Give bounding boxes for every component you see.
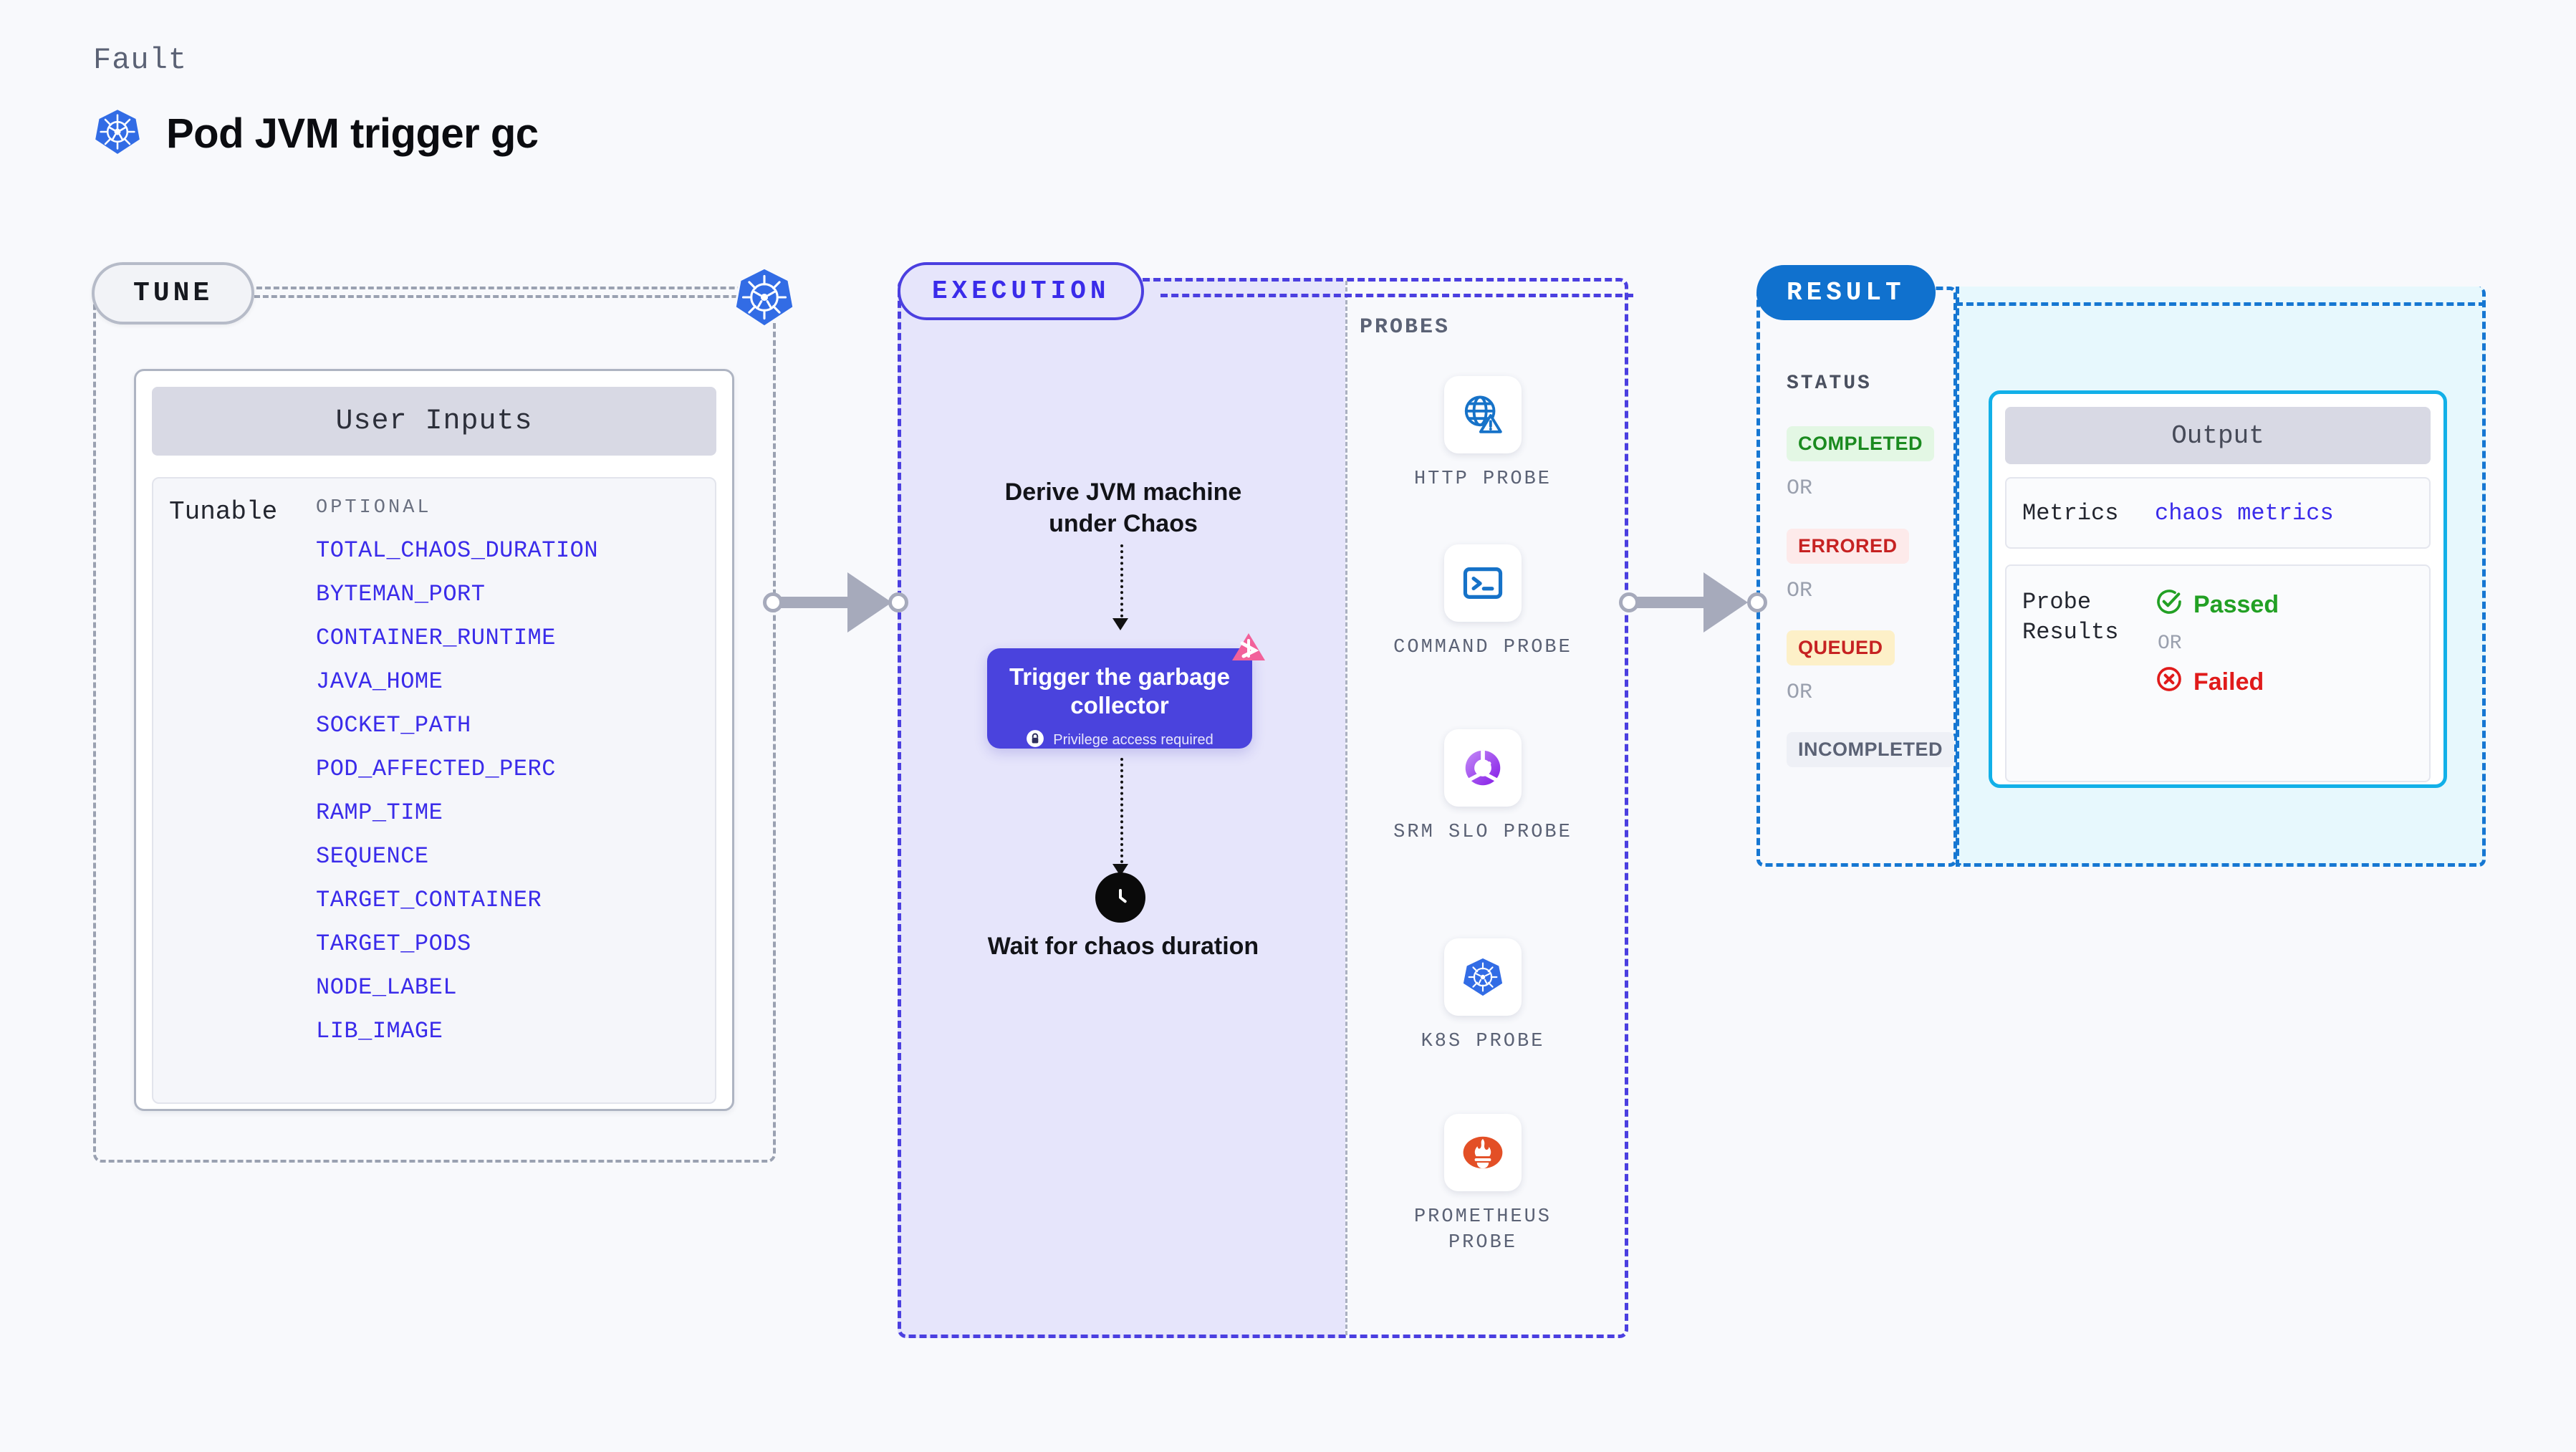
user-inputs-card: User Inputs Tunable OPTIONAL TOTAL_CHAOS…	[134, 369, 734, 1111]
result-connector-line	[1956, 302, 2486, 306]
tune-region	[93, 287, 776, 1163]
tunable-item[interactable]: JAVA_HOME	[316, 668, 443, 695]
execution-action-title: Trigger the garbage collector	[1009, 663, 1231, 719]
probe-results-row: Probe Results Passed OR	[2005, 564, 2431, 782]
flow-arrow-head	[1112, 618, 1128, 630]
probe-result-passed: Passed	[2155, 587, 2279, 622]
page-header: Fault	[93, 43, 539, 160]
wait-step-label: Wait for chaos duration	[987, 933, 1259, 960]
tunable-group: Tunable OPTIONAL TOTAL_CHAOS_DURATION BY…	[152, 477, 716, 1104]
execution-probes-region	[898, 278, 1628, 1338]
tunable-item[interactable]: SOCKET_PATH	[316, 712, 471, 739]
privilege-note: Privilege access required	[1053, 731, 1213, 748]
probe-label: COMMAND PROBE	[1393, 637, 1572, 658]
tunable-item[interactable]: NODE_LABEL	[316, 974, 458, 1001]
clock-icon	[1095, 872, 1145, 923]
kubernetes-icon	[93, 107, 142, 160]
flow-arrow-line	[1120, 544, 1123, 623]
tunable-group-label: Tunable	[169, 497, 278, 527]
kubernetes-icon	[732, 265, 797, 330]
tunable-item[interactable]: CONTAINER_RUNTIME	[316, 625, 556, 651]
derive-step-label: Derive JVM machine under Chaos	[1004, 479, 1242, 537]
or-separator: OR	[1787, 681, 1813, 705]
terminal-icon	[1444, 544, 1522, 622]
execution-action-card[interactable]: Trigger the garbage collector Privilege …	[987, 648, 1252, 749]
globe-warning-icon	[1444, 376, 1522, 453]
eyebrow-label: Fault	[93, 43, 188, 77]
probe-label: K8S PROBE	[1421, 1031, 1545, 1052]
title-row: Pod JVM trigger gc	[93, 107, 539, 160]
probe-results-key: Probe Results	[2022, 589, 2119, 645]
probes-section-label: PROBES	[1360, 315, 1451, 340]
probe-item-command[interactable]: COMMAND PROBE	[1390, 544, 1576, 660]
passed-label: Passed	[2193, 591, 2279, 618]
probe-item-srm-slo[interactable]: SRM SLO PROBE	[1390, 729, 1576, 845]
result-pill-label[interactable]: RESULT	[1756, 265, 1936, 320]
tunable-item[interactable]: LIB_IMAGE	[316, 1018, 443, 1044]
metrics-key: Metrics	[2022, 499, 2119, 527]
prometheus-icon	[1444, 1114, 1522, 1191]
probe-label: PROMETHEUS PROBE	[1413, 1206, 1552, 1254]
or-separator: OR	[1787, 476, 1813, 501]
user-inputs-header: User Inputs	[152, 387, 716, 456]
or-separator: OR	[2158, 633, 2182, 655]
probe-item-http[interactable]: HTTP PROBE	[1390, 376, 1576, 492]
tune-pill-label[interactable]: TUNE	[92, 262, 255, 324]
status-badge-incompleted: INCOMPLETED	[1787, 732, 1955, 767]
user-inputs-title: User Inputs	[335, 405, 533, 438]
connector-start-dot	[763, 592, 783, 612]
x-circle-icon	[2155, 665, 2183, 700]
connector-end-dot-2	[1747, 592, 1767, 612]
tunable-item[interactable]: BYTEMAN_PORT	[316, 581, 486, 607]
probe-label: HTTP PROBE	[1413, 468, 1552, 490]
output-title: Output	[2171, 420, 2264, 451]
status-section-label: STATUS	[1787, 372, 1872, 395]
status-badge-completed: COMPLETED	[1787, 426, 1935, 461]
kubernetes-icon	[1444, 938, 1522, 1016]
optional-label: OPTIONAL	[316, 497, 432, 519]
probe-result-failed: Failed	[2155, 665, 2279, 700]
tune-connector-line	[254, 295, 763, 298]
srm-slo-icon	[1444, 729, 1522, 807]
metrics-value[interactable]: chaos metrics	[2155, 499, 2334, 527]
connector-arrowhead	[847, 572, 892, 633]
probe-item-prometheus[interactable]: PROMETHEUS PROBE	[1390, 1114, 1576, 1256]
tunable-item[interactable]: RAMP_TIME	[316, 799, 443, 826]
output-card: Output Metrics chaos metrics Probe Resul…	[1989, 390, 2447, 788]
execution-pill-label[interactable]: EXECUTION	[898, 262, 1145, 320]
connector-arrowhead-2	[1703, 572, 1748, 633]
failed-label: Failed	[2193, 668, 2264, 696]
flow-arrow-line-2	[1120, 758, 1123, 869]
connector-end-dot	[888, 592, 908, 612]
execution-connector-line	[1160, 294, 1633, 297]
metrics-row: Metrics chaos metrics	[2005, 477, 2431, 549]
probes-divider	[1345, 281, 1347, 1335]
lock-icon	[1026, 729, 1044, 751]
tunable-item[interactable]: TARGET_CONTAINER	[316, 887, 542, 913]
litmus-logo-icon	[1226, 632, 1271, 669]
tunable-item[interactable]: POD_AFFECTED_PERC	[316, 756, 556, 782]
privilege-row: Privilege access required	[987, 729, 1252, 751]
tunable-item[interactable]: TARGET_PODS	[316, 931, 471, 957]
probe-item-k8s[interactable]: K8S PROBE	[1390, 938, 1576, 1054]
check-circle-icon	[2155, 587, 2183, 622]
output-card-header: Output	[2005, 407, 2431, 464]
or-separator: OR	[1787, 579, 1813, 603]
tunable-item[interactable]: SEQUENCE	[316, 843, 429, 870]
status-badge-queued: QUEUED	[1787, 630, 1895, 665]
status-badge-errored: ERRORED	[1787, 529, 1909, 564]
connector-start-dot-2	[1619, 592, 1639, 612]
probe-label: SRM SLO PROBE	[1393, 822, 1572, 843]
tunable-item[interactable]: TOTAL_CHAOS_DURATION	[316, 537, 599, 564]
probe-results-values: Passed OR Failed	[2155, 587, 2279, 781]
tunable-list: OPTIONAL TOTAL_CHAOS_DURATION BYTEMAN_PO…	[316, 497, 715, 1102]
page-title: Pod JVM trigger gc	[166, 110, 539, 157]
